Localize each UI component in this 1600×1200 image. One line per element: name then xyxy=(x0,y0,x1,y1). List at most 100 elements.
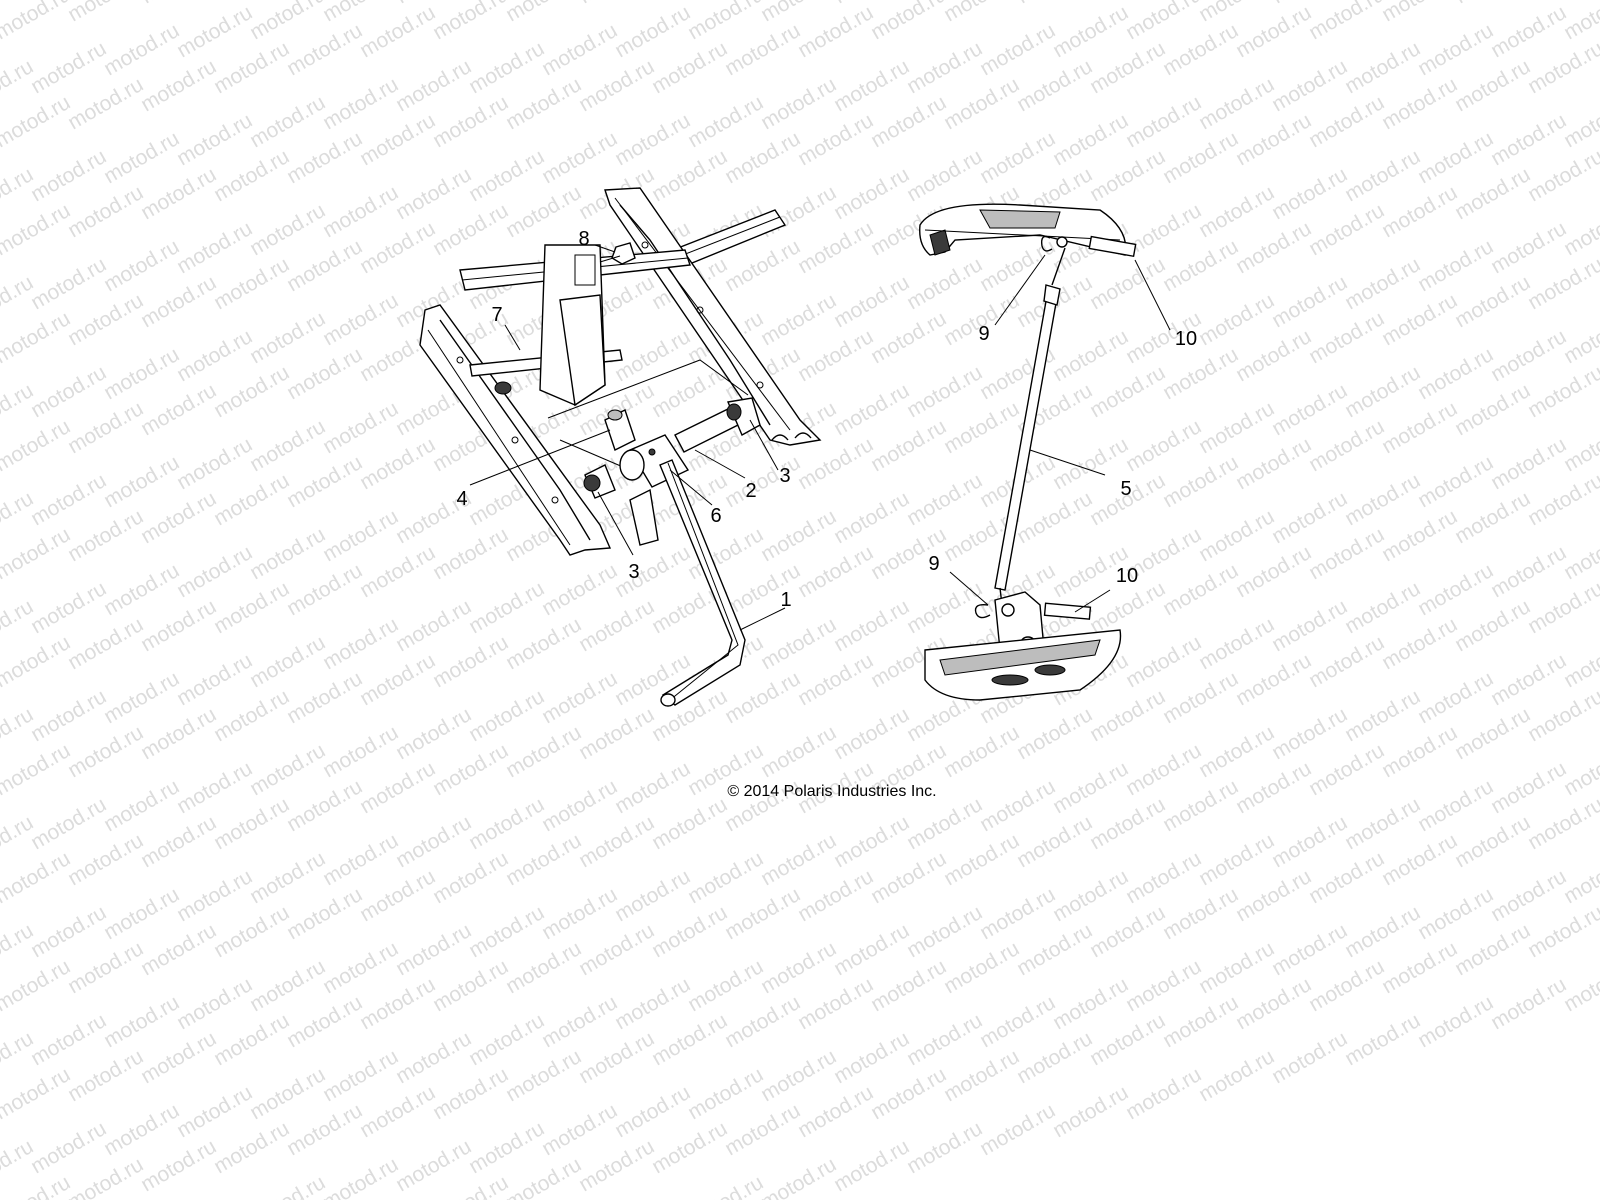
watermark-text: motod.ru xyxy=(356,1,439,62)
watermark-text: motod.ru xyxy=(0,91,74,152)
watermark-text: motod.ru xyxy=(502,721,585,782)
watermark-text: motod.ru xyxy=(867,1063,950,1124)
watermark-text: motod.ru xyxy=(1378,721,1461,782)
watermark-text: motod.ru xyxy=(538,991,621,1052)
watermark-text: motod.ru xyxy=(1451,55,1534,116)
watermark-text: motod.ru xyxy=(100,559,183,620)
watermark-text: motod.ru xyxy=(1305,415,1388,476)
watermark-text: motod.ru xyxy=(903,577,986,638)
watermark-text: motod.ru xyxy=(1049,325,1132,386)
watermark-text: motod.ru xyxy=(757,289,840,350)
watermark-text: motod.ru xyxy=(1086,253,1169,314)
watermark-text: motod.ru xyxy=(575,0,658,8)
watermark-text: motod.ru xyxy=(27,577,110,638)
watermark-text: motod.ru xyxy=(392,919,475,980)
watermark-text: motod.ru xyxy=(794,649,877,710)
watermark-text: motod.ru xyxy=(210,1117,293,1178)
watermark-text: motod.ru xyxy=(757,937,840,998)
watermark-text: motod.ru xyxy=(429,847,512,908)
watermark-text: motod.ru xyxy=(575,1135,658,1196)
watermark-text: motod.ru xyxy=(867,955,950,1016)
watermark-text: motod.ru xyxy=(246,91,329,152)
watermark-text: motod.ru xyxy=(1086,793,1169,854)
watermark-text: motod.ru xyxy=(283,343,366,404)
watermark-text: motod.ru xyxy=(1414,19,1497,80)
watermark-text: motod.ru xyxy=(0,847,74,908)
watermark-text: motod.ru xyxy=(1159,667,1242,728)
watermark-text: motod.ru xyxy=(100,991,183,1052)
watermark-text: motod.ru xyxy=(757,505,840,566)
watermark-text: motod.ru xyxy=(1159,127,1242,188)
watermark-text: motod.ru xyxy=(1451,487,1534,548)
watermark-text: motod.ru xyxy=(0,307,74,368)
watermark-text: motod.ru xyxy=(1122,631,1205,692)
watermark-text: motod.ru xyxy=(319,73,402,134)
watermark-text: motod.ru xyxy=(575,811,658,872)
watermark-text: motod.ru xyxy=(1378,289,1461,350)
watermark-text: motod.ru xyxy=(684,847,767,908)
watermark-text: motod.ru xyxy=(502,829,585,890)
watermark-text: motod.ru xyxy=(1122,1063,1205,1124)
watermark-text: motod.ru xyxy=(721,1099,804,1160)
watermark-text: motod.ru xyxy=(64,0,147,26)
watermark-text: motod.ru xyxy=(867,415,950,476)
watermark-text: motod.ru xyxy=(283,235,366,296)
watermark-text: motod.ru xyxy=(1232,865,1315,926)
watermark-text: motod.ru xyxy=(648,901,731,962)
watermark-text: motod.ru xyxy=(867,847,950,908)
watermark-text: motod.ru xyxy=(137,55,220,116)
watermark-text: motod.ru xyxy=(173,109,256,170)
watermark-text: motod.ru xyxy=(1195,613,1278,674)
watermark-text: motod.ru xyxy=(1414,883,1497,944)
watermark-text: motod.ru xyxy=(137,379,220,440)
callout-4: 4 xyxy=(456,488,467,510)
watermark-text: motod.ru xyxy=(319,1045,402,1106)
watermark-text: motod.ru xyxy=(1341,1009,1424,1070)
watermark-text: motod.ru xyxy=(173,217,256,278)
watermark-text: motod.ru xyxy=(283,883,366,944)
watermark-text: motod.ru xyxy=(27,253,110,314)
watermark-text: motod.ru xyxy=(0,631,74,692)
watermark-text: motod.ru xyxy=(684,91,767,152)
watermark-text: motod.ru xyxy=(830,1027,913,1088)
watermark-text: motod.ru xyxy=(100,883,183,944)
watermark-text: motod.ru xyxy=(721,991,804,1052)
callout-2: 2 xyxy=(745,480,756,502)
watermark-text: motod.ru xyxy=(465,1009,548,1070)
watermark-text: motod.ru xyxy=(1013,811,1096,872)
watermark-text: motod.ru xyxy=(246,199,329,260)
watermark-text: motod.ru xyxy=(137,919,220,980)
watermark-text: motod.ru xyxy=(684,1063,767,1124)
watermark-text: motod.ru xyxy=(538,19,621,80)
watermark-text: motod.ru xyxy=(1122,91,1205,152)
watermark-text: motod.ru xyxy=(903,145,986,206)
watermark-text: motod.ru xyxy=(1487,865,1570,926)
watermark-text: motod.ru xyxy=(611,109,694,170)
watermark-text: motod.ru xyxy=(210,37,293,98)
watermark-text: motod.ru xyxy=(1487,1,1570,62)
watermark-text: motod.ru xyxy=(356,541,439,602)
watermark-text: motod.ru xyxy=(137,703,220,764)
watermark-text: motod.ru xyxy=(27,901,110,962)
watermark-text: motod.ru xyxy=(903,793,986,854)
watermark-text: motod.ru xyxy=(1341,361,1424,422)
watermark-text: motod.ru xyxy=(137,811,220,872)
watermark-text: motod.ru xyxy=(1232,433,1315,494)
watermark-text: motod.ru xyxy=(867,91,950,152)
watermark-text: motod.ru xyxy=(903,37,986,98)
watermark-text: motod.ru xyxy=(794,325,877,386)
watermark-text: motod.ru xyxy=(1013,487,1096,548)
watermark-text: motod.ru xyxy=(137,271,220,332)
watermark-text: motod.ru xyxy=(392,1135,475,1196)
watermark-text: motod.ru xyxy=(794,1081,877,1142)
watermark-text: motod.ru xyxy=(210,793,293,854)
watermark-text: motod.ru xyxy=(830,703,913,764)
watermark-text: motod.ru xyxy=(976,127,1059,188)
watermark-text: motod.ru xyxy=(1341,901,1424,962)
watermark-text: motod.ru xyxy=(1524,469,1600,530)
watermark-text: motod.ru xyxy=(210,1009,293,1070)
watermark-text: motod.ru xyxy=(575,703,658,764)
watermark-text: motod.ru xyxy=(465,685,548,746)
